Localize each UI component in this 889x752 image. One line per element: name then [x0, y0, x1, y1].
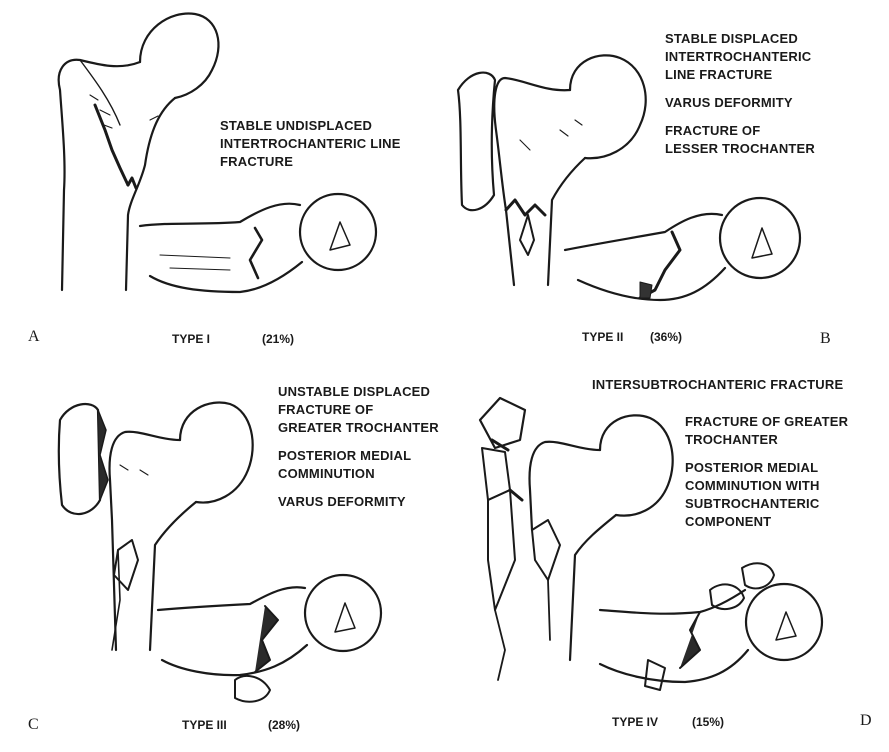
panel-a-type: TYPE I	[172, 332, 210, 346]
panel-d-line-4: POSTERIOR MEDIAL	[685, 459, 848, 477]
panel-b-line-6: LESSER TROCHANTER	[665, 140, 815, 158]
panel-a-frontal-femur	[59, 13, 219, 290]
panel-c-line-1: UNSTABLE DISPLACED	[278, 383, 439, 401]
panel-c-line-3: GREATER TROCHANTER	[278, 419, 439, 437]
panel-d-percent: (15%)	[692, 715, 724, 729]
panel-d-letter: D	[860, 712, 872, 730]
panel-b-frontal-femur	[458, 55, 646, 285]
panel-a-line-3: FRACTURE	[220, 153, 401, 171]
panel-c-letter: C	[28, 716, 39, 734]
panel-b-type: TYPE II	[582, 330, 623, 344]
panel-d-line-6: SUBTROCHANTERIC	[685, 495, 848, 513]
panel-d-type: TYPE IV	[612, 715, 658, 729]
panel-b-percent: (36%)	[650, 330, 682, 344]
panel-d-line-2: FRACTURE OF GREATER	[685, 413, 848, 431]
panel-a-letter: A	[28, 328, 40, 346]
panel-d-group-1: INTERSUBTROCHANTERIC FRACTURE	[592, 376, 843, 394]
panel-d-line-5: COMMINUTION WITH	[685, 477, 848, 495]
panel-a-axial-view	[140, 194, 376, 292]
panel-c-line-6: VARUS DEFORMITY	[278, 493, 439, 511]
panel-d-line-1: INTERSUBTROCHANTERIC FRACTURE	[592, 376, 843, 394]
panel-d-axial-view	[600, 563, 822, 690]
panel-d-line-3: TROCHANTER	[685, 431, 848, 449]
panel-c-line-2: FRACTURE OF	[278, 401, 439, 419]
panel-d-description: FRACTURE OF GREATER TROCHANTER POSTERIOR…	[685, 413, 848, 531]
panel-b-axial-view	[565, 198, 800, 300]
panel-b-line-4: VARUS DEFORMITY	[665, 94, 815, 112]
panel-a-description: STABLE UNDISPLACED INTERTROCHANTERIC LIN…	[220, 117, 401, 171]
panel-c-axial-view	[158, 575, 381, 702]
panel-b-description: STABLE DISPLACED INTERTROCHANTERIC LINE …	[665, 30, 815, 158]
panel-b-line-1: STABLE DISPLACED	[665, 30, 815, 48]
panel-c-percent: (28%)	[268, 718, 300, 732]
panel-c-line-4: POSTERIOR MEDIAL	[278, 447, 439, 465]
panel-a-line-2: INTERTROCHANTERIC LINE	[220, 135, 401, 153]
panel-b-line-5: FRACTURE OF	[665, 122, 815, 140]
panel-b-line-3: LINE FRACTURE	[665, 66, 815, 84]
panel-c-frontal-femur	[59, 403, 253, 651]
panel-a-line-1: STABLE UNDISPLACED	[220, 117, 401, 135]
panel-b-letter: B	[820, 330, 831, 348]
panel-a-percent: (21%)	[262, 332, 294, 346]
panel-c-type: TYPE III	[182, 718, 227, 732]
panel-c-description: UNSTABLE DISPLACED FRACTURE OF GREATER T…	[278, 383, 439, 511]
panel-c-line-5: COMMINUTION	[278, 465, 439, 483]
panel-d-line-7: COMPONENT	[685, 513, 848, 531]
panel-b-line-2: INTERTROCHANTERIC	[665, 48, 815, 66]
panel-d-frontal-femur	[480, 398, 673, 680]
